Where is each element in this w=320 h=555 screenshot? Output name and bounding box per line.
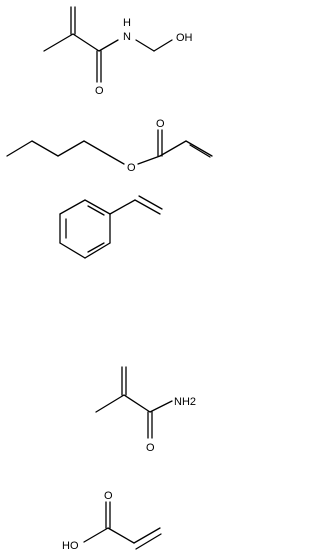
- carbonyl-oxygen-label: O: [104, 490, 113, 502]
- carbonyl-oxygen-label: O: [156, 118, 165, 130]
- hydroxyl-label: OH: [176, 32, 193, 44]
- molecule-styrene: [59, 195, 163, 259]
- amine-label: NH2: [174, 396, 196, 408]
- nitrogen-label: N: [123, 31, 131, 43]
- ester-oxygen-label: O: [127, 162, 136, 174]
- molecule-n-hydroxymethyl-methacrylamide: N H OH O: [43, 6, 193, 97]
- molecule-butyl-acrylate: O O: [6, 118, 213, 174]
- carbonyl-oxygen-label: O: [146, 442, 155, 454]
- chemical-structures: N H OH O O O: [6, 6, 213, 552]
- hydrogen-label: H: [123, 17, 131, 29]
- carbonyl-oxygen-label: O: [95, 85, 104, 97]
- molecule-acrylic-acid: HO O: [62, 490, 162, 552]
- hydroxyl-label: HO: [62, 540, 79, 552]
- molecule-methacrylamide: NH2 O: [95, 366, 196, 454]
